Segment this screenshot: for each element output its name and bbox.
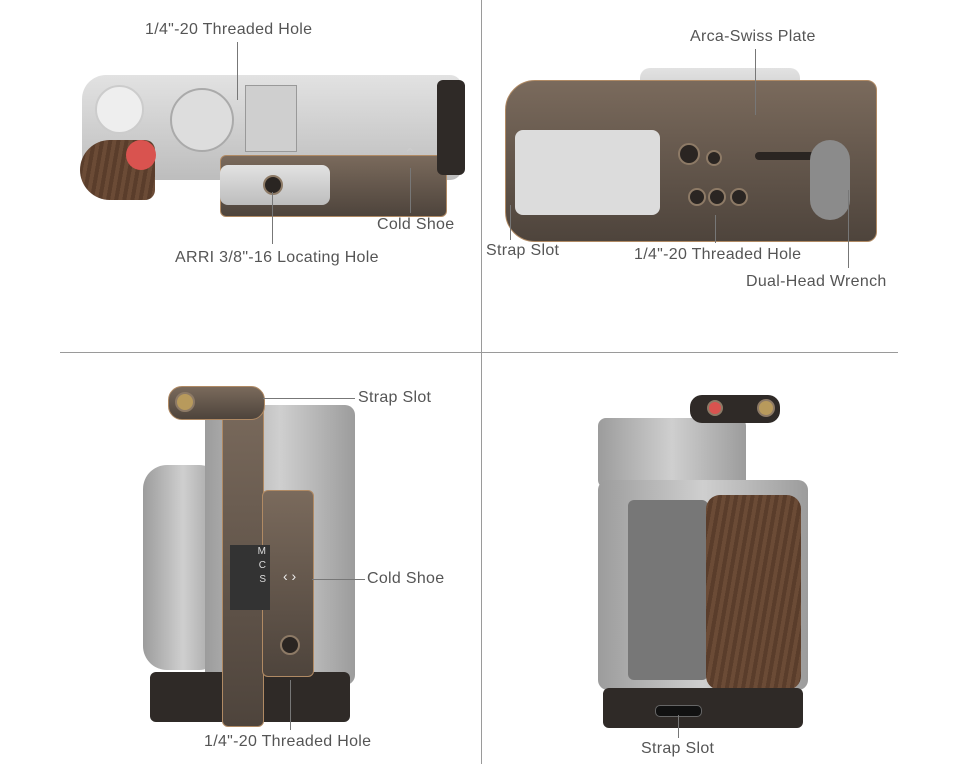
dial xyxy=(95,85,144,134)
threaded-hole-label: 1/4"-20 Threaded Hole xyxy=(634,246,802,263)
cage-base xyxy=(603,688,803,728)
cold-shoe-label: Cold Shoe xyxy=(367,570,445,587)
leader-line xyxy=(272,192,273,244)
threaded-hole-label: 1/4"-20 Threaded Hole xyxy=(204,733,372,750)
leader-line xyxy=(755,49,756,115)
wood-grip xyxy=(706,495,801,690)
strap-slot-label: Strap Slot xyxy=(486,242,560,259)
screw xyxy=(757,399,775,417)
arri-hole xyxy=(263,175,283,195)
threaded-hole xyxy=(730,188,748,206)
leader-line xyxy=(263,398,355,399)
strap-slot-label: Strap Slot xyxy=(641,740,715,757)
shutter-button xyxy=(126,140,156,170)
leader-line xyxy=(290,680,291,730)
red-button xyxy=(707,400,723,416)
battery-door xyxy=(515,130,660,215)
screw xyxy=(175,392,195,412)
arca-plate-label: Arca-Swiss Plate xyxy=(690,28,816,45)
arri-hole-label: ARRI 3/8"-16 Locating Hole xyxy=(175,249,379,266)
leader-line xyxy=(237,42,238,100)
screw-hole xyxy=(678,143,700,165)
strap-slot-label: Strap Slot xyxy=(358,389,432,406)
slot xyxy=(755,152,835,160)
leader-line xyxy=(848,190,849,268)
cold-shoe-label: Cold Shoe xyxy=(377,216,455,233)
strap-lug xyxy=(437,80,465,175)
threaded-hole xyxy=(280,635,300,655)
leader-line xyxy=(715,215,716,243)
dial xyxy=(170,88,234,152)
viewfinder xyxy=(598,418,746,488)
leatherette xyxy=(628,500,708,680)
wrench xyxy=(810,140,850,220)
wrench-label: Dual-Head Wrench xyxy=(746,273,887,290)
leader-line xyxy=(678,715,679,738)
screw-hole xyxy=(706,150,722,166)
leader-line xyxy=(510,205,511,240)
cold-shoe-icon: ⌃ xyxy=(404,145,416,161)
threaded-hole-label: 1/4"-20 Threaded Hole xyxy=(145,21,313,38)
threaded-hole xyxy=(708,188,726,206)
horizontal-divider xyxy=(60,352,898,353)
hot-shoe xyxy=(245,85,297,152)
leader-line xyxy=(312,579,365,580)
cold-shoe-icon: ‹ › xyxy=(283,568,297,584)
leader-line xyxy=(410,168,411,213)
vertical-divider xyxy=(481,0,482,764)
threaded-hole xyxy=(688,188,706,206)
